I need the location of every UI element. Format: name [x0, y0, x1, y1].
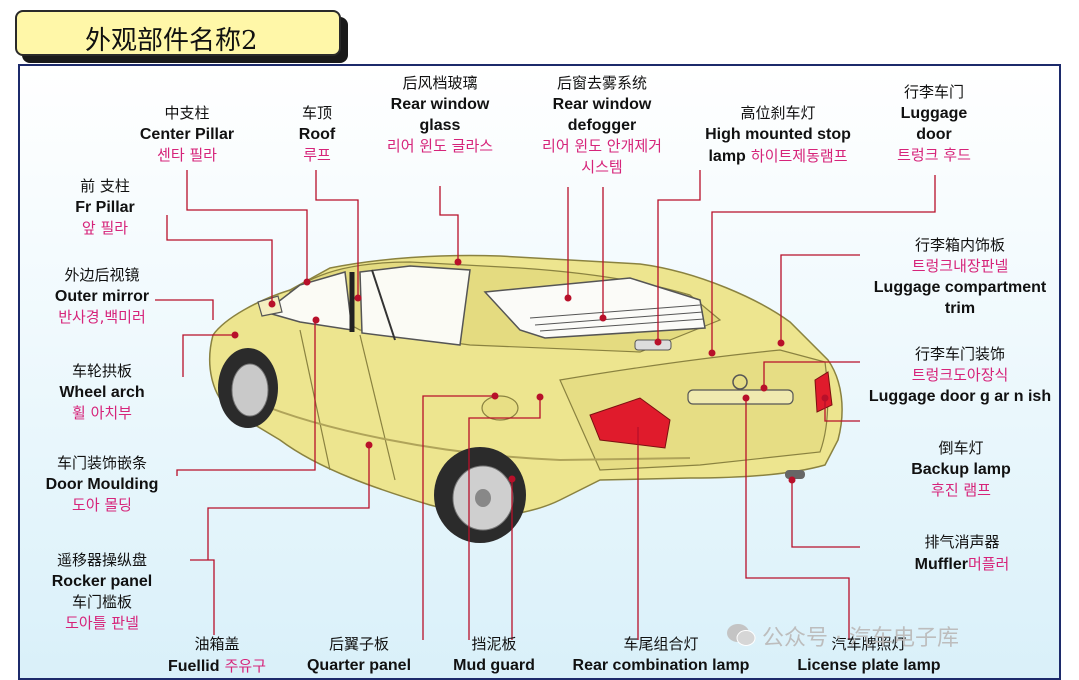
label-rear-window-defogger: 后窗去雾系统 Rear window defogger 리어 윈도 안개제거 시…: [542, 74, 662, 176]
label-muffler: 排气消声器 Muffler머플러: [914, 533, 1010, 573]
label-wheel-arch: 车轮拱板 Wheel arch 휠 아치부: [59, 362, 145, 422]
label-outer-mirror: 外边后视镜 Outer mirror 반사경,백미러: [54, 266, 150, 326]
leader-lines: [155, 170, 936, 640]
label-rear-window-glass: 后风档玻璃 Rear window glass 리어 윈도 글라스: [386, 74, 494, 155]
label-luggage-garnish: 行李车门装饰 트렁크도아장식 Luggage door g ar n ish: [868, 345, 1052, 405]
watermark-text: 公众号 · 汽车电子库: [762, 626, 959, 651]
label-mud-guard: 挡泥板 Mud guard: [453, 635, 535, 674]
label-license-plate-lamp: 汽车牌照灯 License plate lamp: [797, 635, 941, 674]
label-luggage-door: 行李车门 Luggage door 트렁크 후드: [897, 83, 971, 164]
page-title: 外观部件名称2: [85, 26, 258, 56]
tail-lamp-right: [814, 371, 833, 413]
pillar-b: [371, 269, 396, 341]
plate-garnish: [687, 389, 794, 405]
label-rear-combination-lamp: 车尾组合灯 Rear combination lamp: [572, 635, 750, 674]
wechat-icon: [727, 624, 756, 646]
stop-lamp: [634, 339, 672, 351]
side-window-rear: [359, 265, 471, 346]
tail-lamp-left: [589, 397, 671, 449]
title-box: 外观部件名称2: [15, 10, 341, 56]
door-moulding-strip: [249, 399, 691, 462]
muffler-tip: [785, 470, 805, 479]
fuel-lid-shape: [481, 395, 519, 421]
label-high-mounted-stop-lamp: 高位刹车灯 High mounted stop lamp 하이트제동램프: [705, 104, 851, 165]
label-rocker-panel: 遥移器操纵盘 Rocker panel 车门槛板 도아틀 판넬: [51, 551, 153, 632]
leader-dots: [231, 258, 829, 484]
label-fr-pillar: 前 支柱 Fr Pillar 앞 필라: [75, 177, 135, 237]
label-door-moulding: 车门装饰嵌条 Door Moulding 도아 몰딩: [45, 454, 159, 514]
label-center-pillar: 中支柱 Center Pillar 센타 필라: [139, 104, 235, 164]
label-luggage-trim: 行李箱内饰板 트렁크내장판넬 Luggage compartment trim: [873, 236, 1047, 317]
label-backup-lamp: 倒车灯 Backup lamp 후진 램프: [911, 439, 1011, 499]
side-window-front: [263, 271, 353, 331]
label-fuellid: 油箱盖 Fuellid 주유구: [167, 635, 267, 675]
label-quarter-panel: 后翼子板 Quarter panel: [306, 635, 412, 674]
label-roof: 车顶 Roof 루프: [298, 104, 336, 164]
